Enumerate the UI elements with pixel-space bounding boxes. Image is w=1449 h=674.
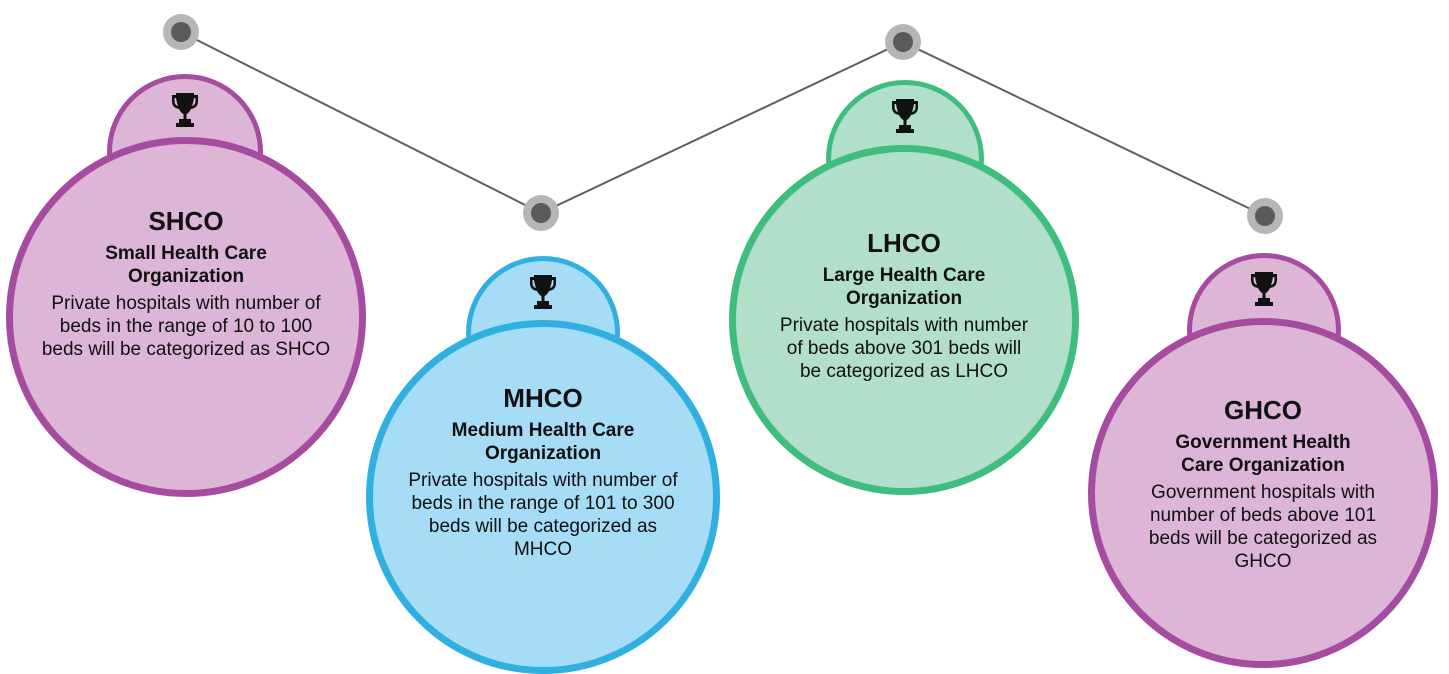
card-description: Government hospitals with number of beds… [1148,482,1378,572]
connector-node-2 [523,195,559,231]
trophy-icon [530,275,556,309]
connector-node-1 [163,14,199,50]
card-full-name: Government Health Care Organization [1175,432,1351,476]
lhco-card: LHCO Large Health Care Organization Priv… [729,145,1079,495]
card-full-name: Large Health Care Organization [822,265,986,309]
connector-node-4 [1247,198,1283,234]
card-description: Private hospitals with number of beds ab… [779,315,1029,382]
card-full-name: Medium Health Care Organization [451,420,635,464]
card-abbreviation: SHCO [148,206,224,236]
card-full-name: Small Health Care Organization [105,243,267,287]
trophy-icon [172,93,198,127]
trophy-icon [1251,272,1277,306]
card-description: Private hospitals with number of beds in… [41,293,331,360]
card-abbreviation: MHCO [503,383,583,413]
connector-polyline [180,31,1266,217]
connector-node-3 [885,24,921,60]
ghco-card: GHCO Government Health Care Organization… [1088,318,1438,668]
shco-card: SHCO Small Health Care Organization Priv… [6,137,366,497]
card-abbreviation: GHCO [1224,395,1302,425]
card-abbreviation: LHCO [867,228,941,258]
mhco-card: MHCO Medium Health Care Organization Pri… [366,320,720,674]
card-description: Private hospitals with number of beds in… [408,470,678,560]
trophy-icon [892,99,918,133]
